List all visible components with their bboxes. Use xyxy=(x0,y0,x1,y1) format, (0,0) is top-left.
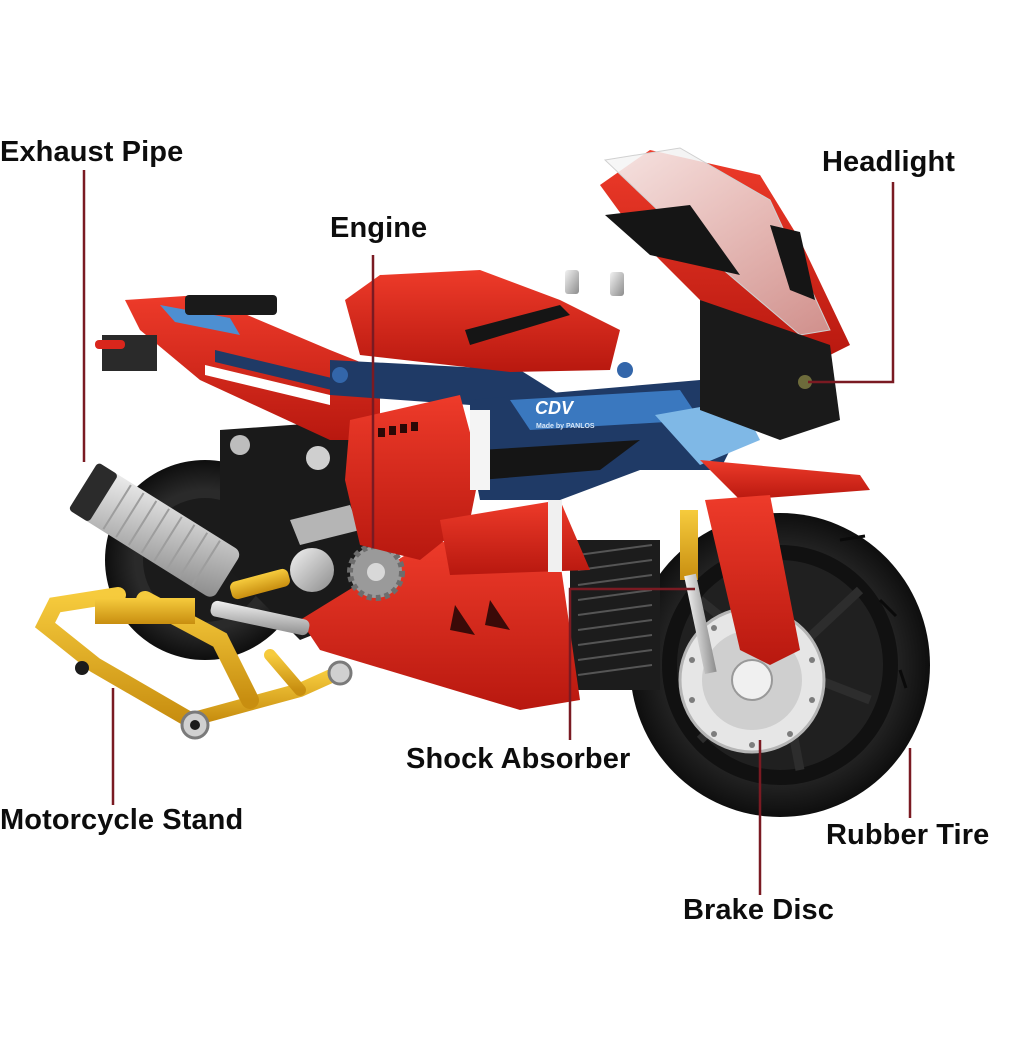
decal-subtext: Made by PANLOS xyxy=(536,423,595,430)
handlebar xyxy=(465,305,570,345)
seat xyxy=(185,295,277,315)
exhaust-pipe xyxy=(69,463,240,597)
front-wheel xyxy=(630,513,930,817)
front-mudguard xyxy=(705,495,800,665)
front-fender-top xyxy=(700,460,870,500)
mirror xyxy=(770,225,815,300)
leader-line-shock-absorber xyxy=(568,587,695,740)
label-shock-absorber: Shock Absorber xyxy=(406,743,631,775)
label-brake-disc: Brake Disc xyxy=(683,894,834,926)
label-motorcycle-stand: Motorcycle Stand xyxy=(0,804,244,836)
label-exhaust-pipe: Exhaust Pipe xyxy=(0,136,184,168)
label-headlight: Headlight xyxy=(822,146,956,178)
fuel-tank xyxy=(345,270,620,372)
fork-tube xyxy=(684,573,717,675)
leader-line-headlight xyxy=(808,182,895,384)
decal-logo: CDV xyxy=(535,398,575,418)
label-engine: Engine xyxy=(330,212,428,244)
fork-gold xyxy=(680,510,698,580)
headlight-housing xyxy=(700,300,840,440)
label-rubber-tire: Rubber Tire xyxy=(826,819,990,851)
